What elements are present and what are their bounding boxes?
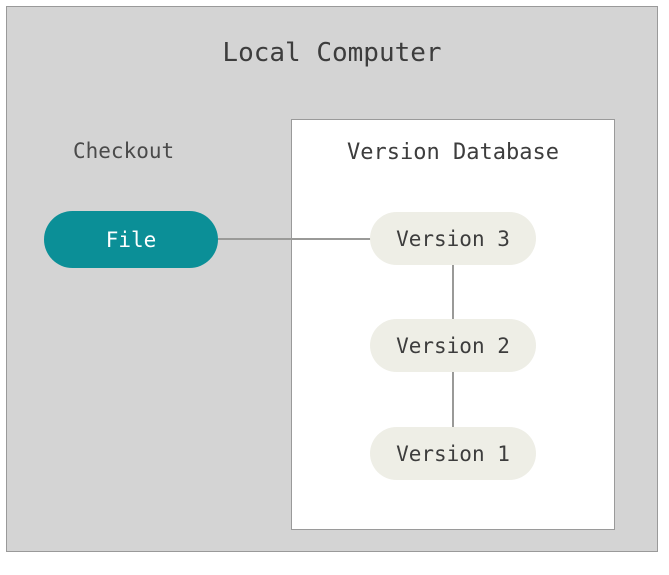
edge-version-3-to-version-2 bbox=[451, 264, 454, 322]
checkout-label: Checkout bbox=[73, 139, 175, 163]
node-version-1[interactable]: Version 1 bbox=[370, 427, 536, 480]
version-database-title: Version Database bbox=[347, 140, 559, 165]
node-version-2[interactable]: Version 2 bbox=[370, 319, 536, 372]
edge-file-to-version-3 bbox=[214, 238, 374, 241]
local-computer-title: Local Computer bbox=[222, 38, 442, 68]
edge-version-2-to-version-1 bbox=[451, 371, 454, 429]
node-version-3[interactable]: Version 3 bbox=[370, 212, 536, 265]
node-file[interactable]: File bbox=[44, 211, 218, 268]
